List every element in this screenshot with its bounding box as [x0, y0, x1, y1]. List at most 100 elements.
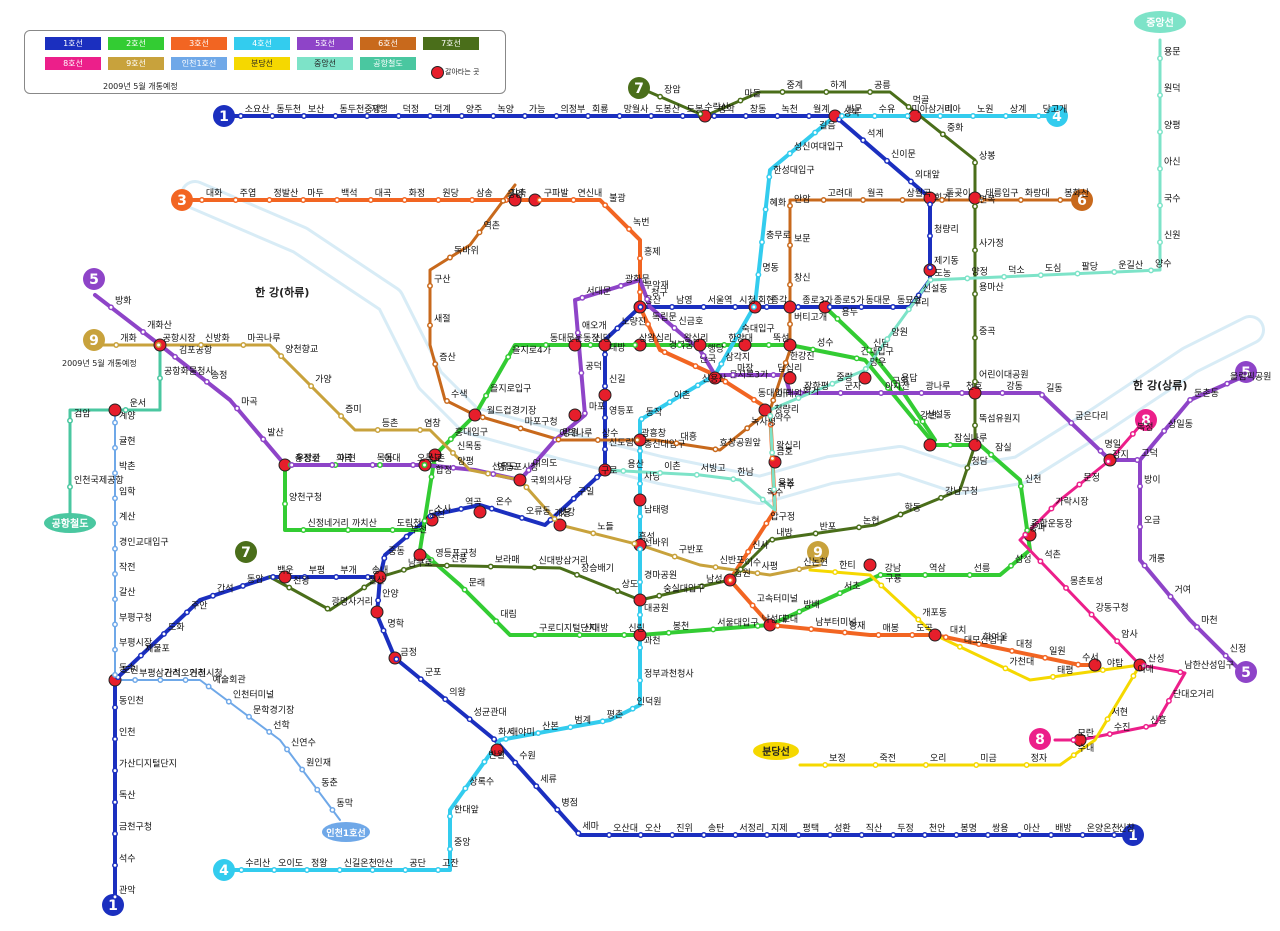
station-label: 봉화산: [1064, 188, 1089, 199]
station-dot: [754, 622, 761, 629]
station-label: 광명사거리: [332, 596, 373, 608]
station-dot: [112, 736, 118, 742]
station-label: 미금: [980, 753, 997, 764]
station-label: 쌍문: [846, 104, 863, 115]
station-label: 송파: [1029, 523, 1046, 534]
station-dot: [964, 464, 971, 471]
station-label: 명일: [1105, 439, 1122, 450]
station-label: 창동: [750, 104, 767, 115]
station-dot: [450, 464, 457, 471]
station-label: 이수: [745, 557, 762, 568]
station-label: 부평삼거리: [139, 668, 180, 679]
station-dot: [764, 832, 770, 838]
station-label: 애오개: [582, 321, 607, 332]
station-label: 도심: [1045, 263, 1062, 274]
station-dot: [1161, 428, 1168, 434]
station-dot: [978, 197, 985, 203]
station-label: 인천: [119, 727, 136, 738]
station-dot: [500, 197, 507, 204]
station-label: 답십리: [777, 362, 802, 374]
station-dot: [614, 588, 621, 594]
station-label: 김포공항: [179, 344, 212, 356]
station-dot: [871, 113, 878, 119]
station-dot: [542, 342, 549, 348]
station-dot: [205, 683, 212, 690]
station-label: 망우: [870, 357, 887, 368]
station-label: 청량리: [774, 403, 799, 415]
station-dot: [1140, 662, 1147, 669]
station-label: 송탄: [708, 823, 725, 834]
station-label: 직산: [866, 823, 883, 834]
station-label: 개롱: [1149, 554, 1166, 565]
station-label: 버티고개: [794, 312, 827, 323]
station-dot: [112, 444, 118, 451]
station-label: 국수: [1164, 193, 1181, 204]
station-dot: [637, 832, 644, 838]
station-dot: [1063, 584, 1069, 591]
station-label: 부평: [309, 565, 326, 576]
badge-line4-south: 4: [219, 863, 229, 879]
station-label: 경마공원: [644, 569, 677, 581]
station-dot: [745, 548, 752, 555]
station-label: 계양: [119, 410, 136, 422]
station-dot: [553, 113, 560, 119]
station-dot: [574, 571, 580, 578]
station-dot: [712, 446, 719, 453]
station-dot: [671, 553, 678, 560]
station-dot: [796, 608, 803, 615]
station-dot: [877, 572, 884, 578]
station-label: 문래: [469, 578, 486, 589]
station-dot: [823, 89, 830, 95]
station-label: 논현: [863, 515, 880, 526]
station-label: 대야미: [510, 727, 535, 738]
station-dot: [754, 570, 761, 577]
station-label: 천왕: [293, 576, 310, 587]
station-label: 신금호: [678, 316, 703, 327]
station-label: 성북: [843, 108, 860, 119]
station-label: 문학경기장: [253, 704, 294, 716]
station-label: 원당: [442, 188, 459, 199]
legend-transfer-label: 갈아타는 곳: [445, 68, 480, 76]
station-dot: [1001, 273, 1008, 280]
station-label: 양천구청: [289, 492, 322, 503]
station-label: 공항화물청사: [164, 366, 214, 377]
station-dot: [447, 813, 453, 820]
station-dot: [837, 390, 844, 396]
station-dot: [692, 363, 699, 370]
station-label: 오목교: [417, 453, 442, 464]
station-dot: [860, 137, 867, 144]
station-dot: [1194, 624, 1201, 631]
station-dot: [410, 462, 417, 468]
station-label: 암사: [1121, 628, 1138, 640]
station-dot: [637, 546, 643, 553]
station-label: 삼각지: [725, 351, 750, 363]
station-dot: [679, 113, 686, 119]
station-label: 교대: [782, 614, 799, 625]
station-label: 산성: [1148, 654, 1165, 665]
station-dot: [750, 396, 757, 403]
station-dot: [732, 832, 739, 838]
station-label: 소사: [435, 504, 452, 515]
badge-line7-top: 7: [634, 81, 644, 97]
station-label: 대화: [206, 188, 223, 199]
station-label: 잠실: [995, 443, 1012, 454]
station-label: 가락시장: [1055, 496, 1088, 508]
station-label: 신방화: [205, 333, 230, 344]
station-label: 거여: [1175, 584, 1192, 596]
station-dot: [483, 392, 490, 399]
station-dot: [700, 352, 707, 359]
station-label: 의정부: [560, 104, 585, 115]
station-dot: [787, 281, 793, 288]
legend-item: 2호선: [108, 37, 164, 50]
station-label: 회현: [758, 295, 775, 306]
station-label: 구의: [892, 376, 909, 387]
station-dot: [862, 365, 869, 372]
station-dot: [182, 677, 189, 683]
legend-item: 인천1호선: [171, 57, 227, 70]
station-dot: [774, 622, 781, 629]
station-label: 여의나루: [559, 427, 592, 439]
station-label: 두정: [897, 823, 914, 834]
station-label: 영등포: [609, 406, 634, 417]
station-label: 청담: [971, 455, 988, 467]
